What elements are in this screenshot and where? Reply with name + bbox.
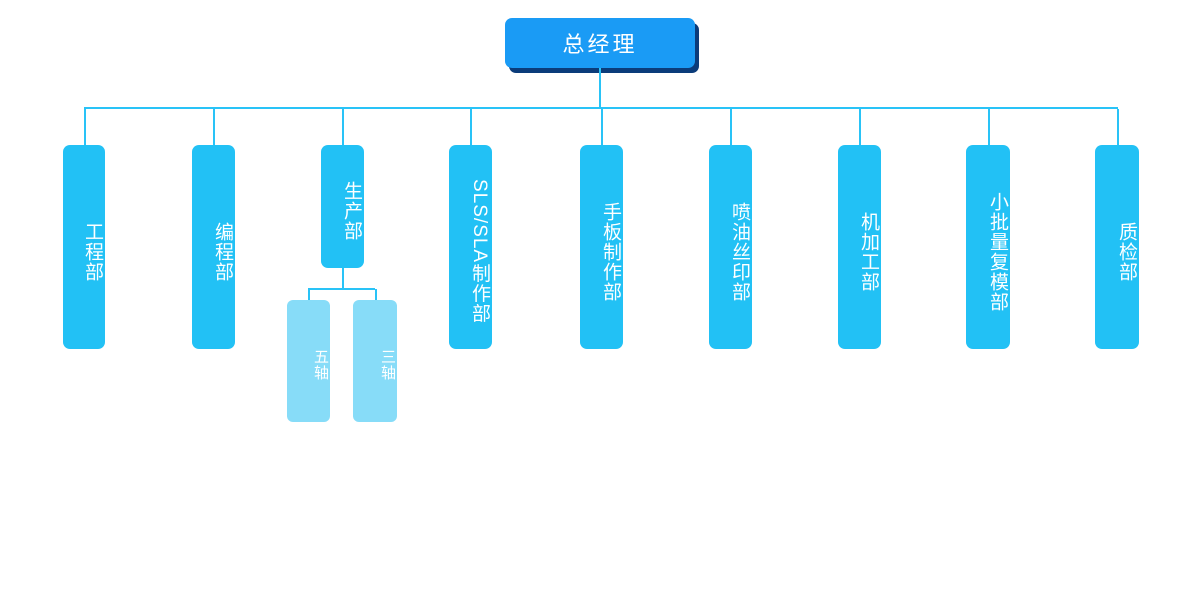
department-node-小批量复模部[interactable]: 小批量复模部 — [966, 145, 1010, 349]
connector-drop-line — [84, 109, 86, 145]
sub-department-node-五轴[interactable]: 五轴 — [287, 300, 330, 422]
department-node-喷油丝印部[interactable]: 喷油丝印部 — [709, 145, 752, 349]
connector-drop-line — [213, 109, 215, 145]
connector-main-bus — [84, 107, 1118, 109]
connector-drop-line — [470, 109, 472, 145]
connector-sub-bus — [308, 288, 375, 290]
root-node-label: 总经理 — [505, 18, 695, 68]
connector-sub-stem — [342, 268, 344, 289]
department-node-编程部[interactable]: 编程部 — [192, 145, 235, 349]
root-node-general-manager[interactable]: 总经理 — [505, 18, 699, 73]
department-node-质检部[interactable]: 质检部 — [1095, 145, 1139, 349]
connector-drop-line — [342, 109, 344, 145]
connector-drop-line — [601, 109, 603, 145]
sub-department-node-三轴[interactable]: 三轴 — [353, 300, 397, 422]
connector-root-stem — [599, 68, 601, 108]
connector-drop-line — [859, 109, 861, 145]
connector-sub-drop-line — [375, 289, 377, 300]
connector-drop-line — [988, 109, 990, 145]
department-node-生产部[interactable]: 生产部 — [321, 145, 364, 268]
department-node-工程部[interactable]: 工程部 — [63, 145, 105, 349]
connector-sub-drop-line — [308, 289, 310, 300]
connector-drop-line — [730, 109, 732, 145]
department-node-机加工部[interactable]: 机加工部 — [838, 145, 881, 349]
department-node-手板制作部[interactable]: 手板制作部 — [580, 145, 623, 349]
department-node-sls-sla制作部[interactable]: SLS/SLA制作部 — [449, 145, 492, 349]
connector-drop-line — [1117, 109, 1119, 145]
